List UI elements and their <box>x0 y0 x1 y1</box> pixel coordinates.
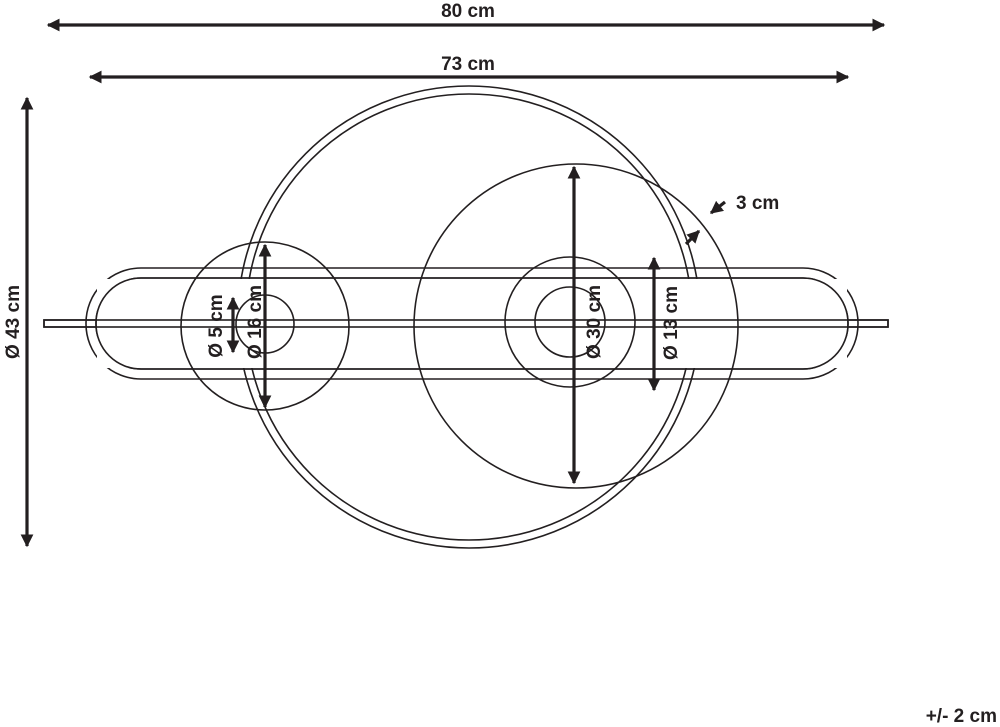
small-inner-diameter-label: Ø 5 cm <box>206 294 227 357</box>
depth-arrow-inner <box>684 229 701 246</box>
product-outline <box>43 85 889 549</box>
capsule-frame-outer <box>85 267 859 380</box>
depth-label: 3 cm <box>736 193 779 214</box>
large-inner-diameter-label: Ø 13 cm <box>661 286 682 360</box>
tolerance-label: +/- 2 cm <box>926 706 997 727</box>
large-disc <box>413 163 739 489</box>
total-width-label: 80 cm <box>441 1 495 22</box>
dimension-labels: 80 cm 73 cm Ø 43 cm Ø 30 cm Ø 13 cm Ø 16… <box>3 1 997 727</box>
small-disc-diameter-label: Ø 16 cm <box>245 285 266 359</box>
frame-diameter-label: Ø 43 cm <box>3 285 24 359</box>
small-disc <box>180 241 350 411</box>
dimension-lines <box>20 18 886 548</box>
horizontal-bar-redraw <box>43 319 889 328</box>
capsule-frame-inner-redraw <box>95 277 849 370</box>
frame-width-label: 73 cm <box>441 54 495 75</box>
depth-arrow-outer <box>709 200 726 215</box>
large-disc-diameter-label: Ø 30 cm <box>584 285 605 359</box>
